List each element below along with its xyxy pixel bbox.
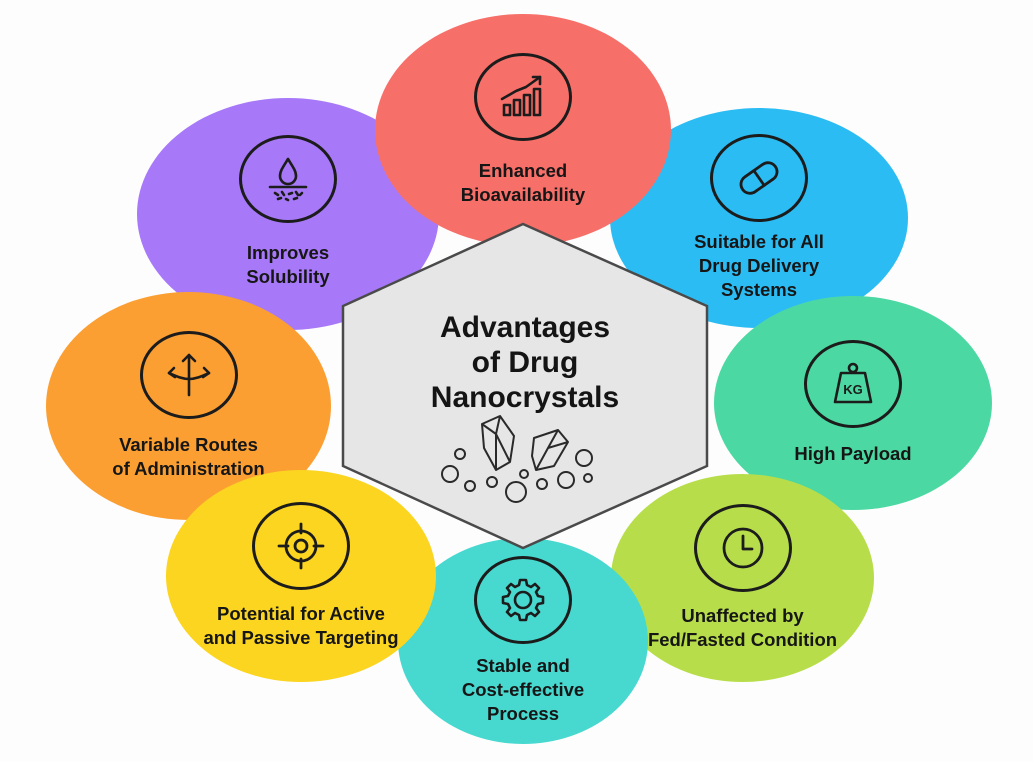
nanocrystals-illustration [441,415,593,503]
high-payload-label: High Payload [794,443,912,464]
kg-weight-icon: KG [804,340,902,428]
potential-targeting-label: Potential for Active and Passive Targeti… [203,603,399,648]
stable-process-label: Stable and Cost-effective Process [461,655,585,724]
gear-icon [474,556,572,644]
hexagon-shape [341,222,709,550]
water-drop-dissolving-icon [239,135,337,223]
variable-routes-label: Variable Routes of Administration [112,434,265,479]
petal-stable-process: Stable and Cost-effective Process [398,538,648,744]
petal-enhanced-bioavailability: Enhanced Bioavailability [375,14,671,246]
enhanced-bioavailability-label: Enhanced Bioavailability [460,160,586,205]
improves-solubility-label: Improves Solubility [246,242,330,287]
petal-potential-targeting: Potential for Active and Passive Targeti… [166,470,436,682]
center-title: Advantages of Drug Nanocrystals [430,311,620,414]
petal-variable-routes: Variable Routes of Administration [46,292,331,520]
three-way-arrows-icon [139,331,238,419]
target-icon [252,502,350,590]
clock-icon [693,504,792,592]
suitable-for-all-label: Suitable for All Drug Delivery Systems [694,231,824,300]
capsule-pill-icon [710,134,808,222]
bar-chart-growth-icon [474,53,572,141]
unaffected-label: Unaffected by Fed/Fasted Condition [647,605,838,650]
petal-unaffected: Unaffected by Fed/Fasted Condition [611,474,874,682]
center-hexagon: Advantages of Drug Nanocrystals [340,222,710,550]
kg-text: KG [843,382,863,397]
